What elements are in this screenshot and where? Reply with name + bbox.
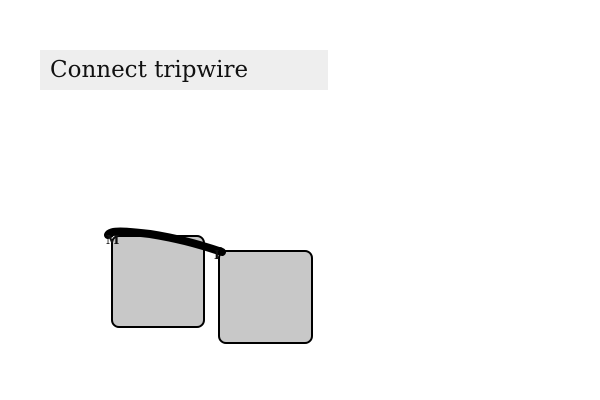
wire-end-handle[interactable] (216, 247, 224, 255)
wire-start-handle[interactable] (106, 230, 114, 238)
task-instruction: Connect tripwire (50, 57, 249, 83)
left-box[interactable] (111, 235, 205, 328)
right-box[interactable] (218, 250, 313, 344)
tripwire[interactable] (104, 227, 226, 256)
task-banner: Connect tripwire (40, 50, 328, 90)
